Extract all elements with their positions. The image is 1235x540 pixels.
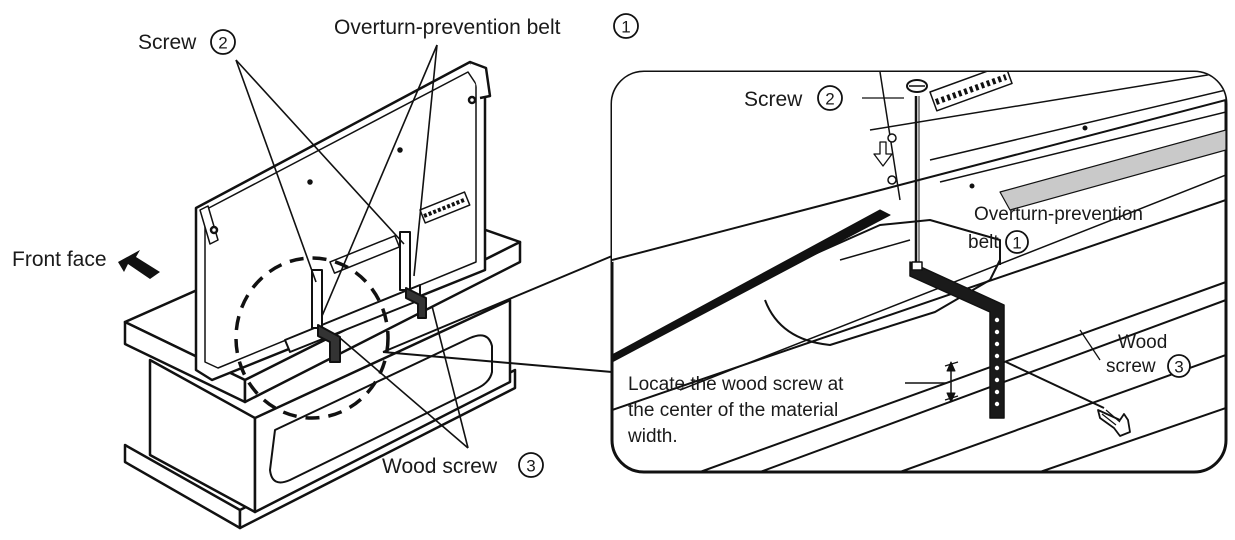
detail-label-screw-num: 2 bbox=[825, 90, 834, 109]
label-wood-screw-num: 3 bbox=[526, 457, 535, 476]
detail-num-badge-3 bbox=[1167, 354, 1191, 378]
detail-note-line2: the center of the material bbox=[628, 400, 838, 421]
detail-note-line3: width. bbox=[627, 426, 678, 447]
tv-stand-illustration bbox=[123, 60, 522, 530]
detail-num-badge-1 bbox=[1005, 230, 1029, 254]
detail-label-belt-num: 1 bbox=[1012, 234, 1021, 253]
front-face-arrow bbox=[118, 250, 160, 279]
detail-label-wood-num: 3 bbox=[1174, 358, 1183, 377]
detail-label-wood-line1: Wood bbox=[1118, 332, 1167, 353]
label-belt: Overturn-prevention belt bbox=[334, 16, 561, 39]
left-labels: Screw 2 Overturn-prevention belt 1 Front… bbox=[12, 13, 639, 478]
num-badge-3 bbox=[518, 452, 544, 478]
detail-note-line1: Locate the wood screw at bbox=[628, 374, 844, 395]
detail-highlight-circle bbox=[234, 256, 390, 420]
label-screw-num: 2 bbox=[218, 34, 227, 53]
label-wood-screw: Wood screw bbox=[382, 455, 498, 478]
label-belt-num: 1 bbox=[621, 18, 630, 37]
wood-screw-icon bbox=[1097, 409, 1131, 437]
detail-label-wood-line2: screw bbox=[1106, 356, 1156, 377]
detail-label-belt-line2: belt bbox=[968, 232, 999, 253]
zoom-connector bbox=[382, 255, 613, 373]
detail-label-screw: Screw bbox=[744, 88, 803, 111]
leader-lines-left bbox=[235, 44, 469, 449]
num-badge-2 bbox=[210, 29, 236, 55]
detail-label-belt-line1: Overturn-prevention bbox=[974, 204, 1143, 225]
label-front-face: Front face bbox=[12, 248, 107, 271]
detail-num-badge-2 bbox=[817, 85, 843, 111]
detail-view: Screw 2 Overturn-prevention belt 1 Wood … bbox=[610, 70, 1228, 474]
label-screw: Screw bbox=[138, 31, 197, 54]
belts-left bbox=[311, 231, 427, 363]
num-badge-1 bbox=[613, 13, 639, 39]
